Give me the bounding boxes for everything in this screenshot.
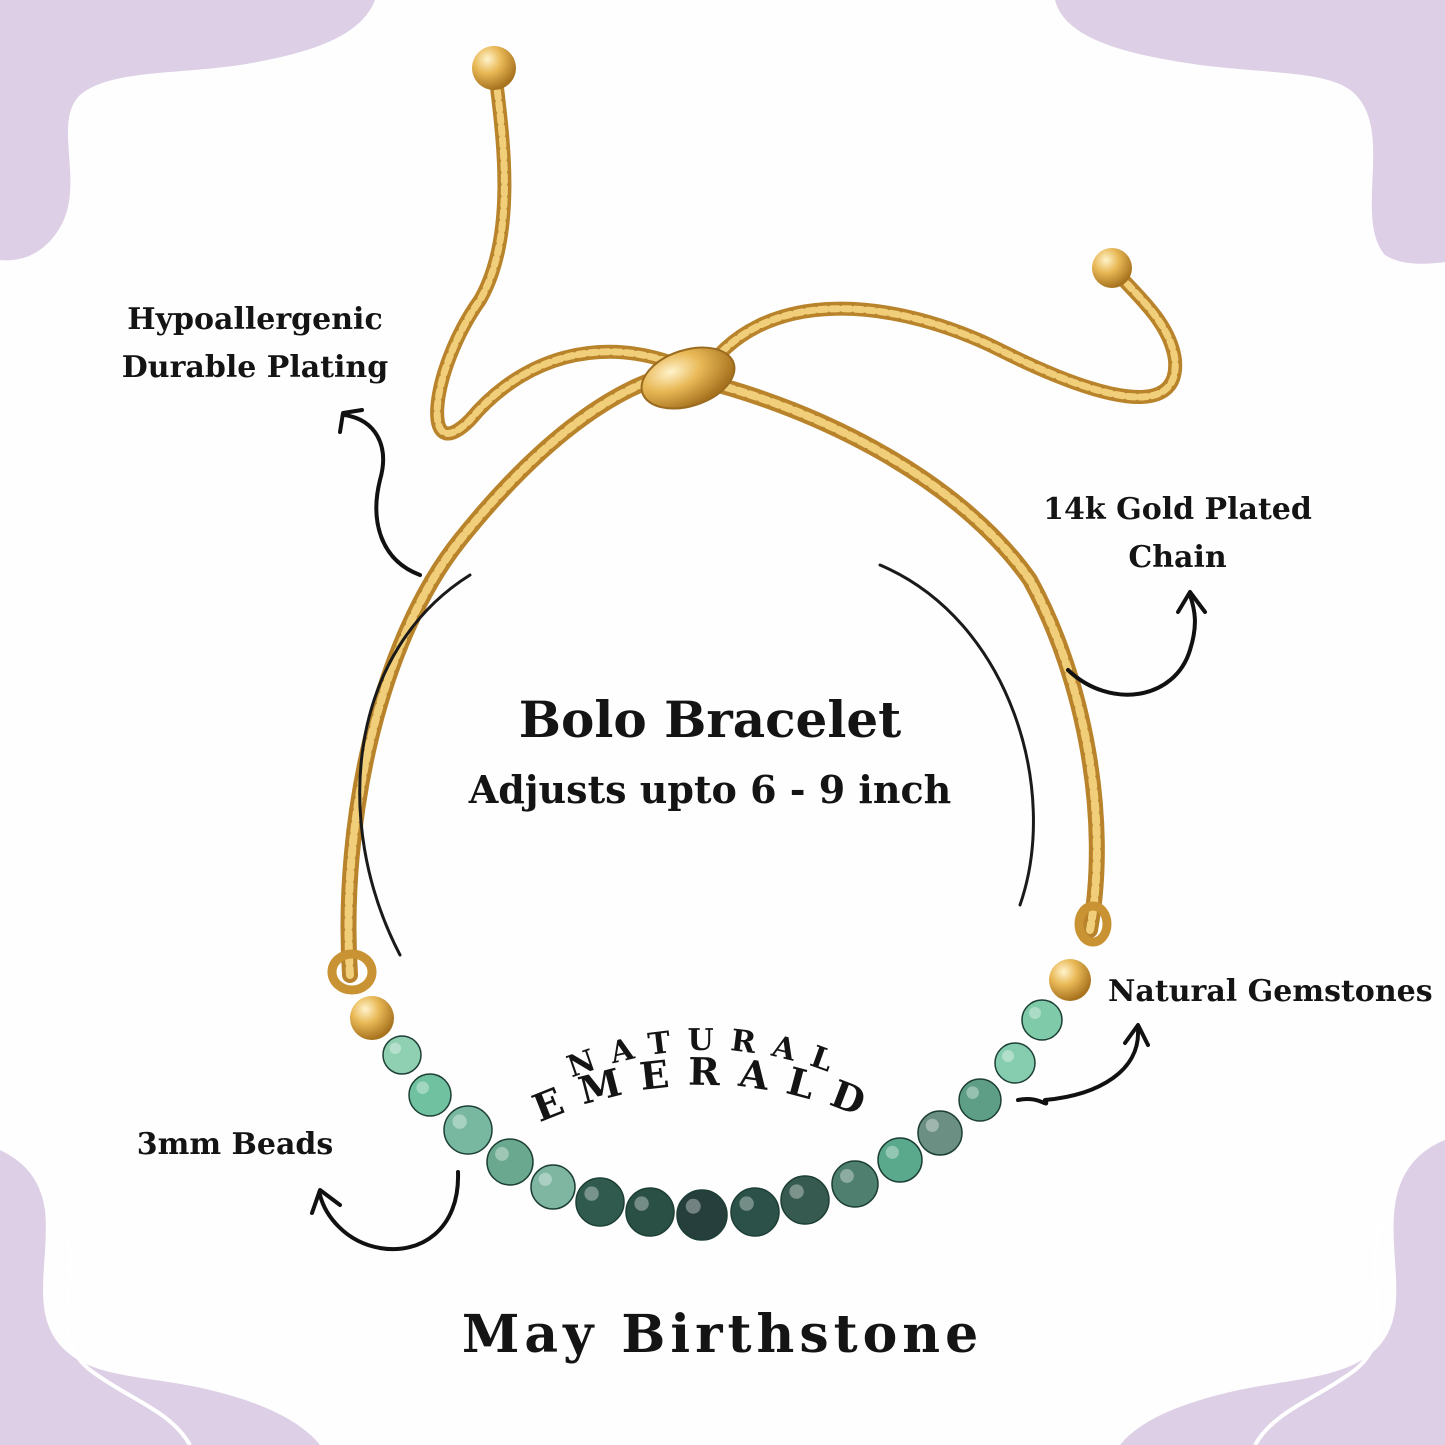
arrow-plating: [338, 408, 422, 577]
callout-chain-line2: Chain: [1128, 540, 1227, 575]
bead-highlight: [840, 1169, 854, 1183]
chain-right-tail: [693, 263, 1183, 404]
arrow-beads: [310, 1170, 461, 1252]
bead-highlight: [685, 1198, 701, 1214]
bead-highlight: [389, 1042, 402, 1055]
footer-birthstone: May Birthstone: [461, 1304, 984, 1365]
emerald-bead: [877, 1137, 923, 1183]
bead-highlight: [452, 1114, 467, 1129]
end-ball-left: [472, 46, 516, 90]
bead-highlight: [495, 1147, 509, 1161]
callout-chain-line1: 14k Gold Plated: [1043, 492, 1312, 527]
emerald-bead: [676, 1189, 728, 1241]
corner-line-bottom-right: [1253, 1218, 1387, 1445]
bead-highlight: [739, 1196, 754, 1211]
bead-highlight: [789, 1184, 804, 1199]
bead-highlight: [1002, 1050, 1014, 1062]
product-title: Bolo Bracelet: [518, 690, 902, 749]
emerald-beads: [382, 999, 1063, 1241]
frame-arc-left: [358, 573, 472, 957]
slider-bead: [640, 346, 736, 410]
bead-highlight: [634, 1196, 649, 1211]
chain-left-strand: [340, 362, 698, 983]
arrow-chain: [1066, 590, 1207, 697]
callout-arrows: [310, 408, 1207, 1252]
emerald-bead: [831, 1160, 879, 1208]
emerald-bead: [625, 1187, 675, 1237]
emerald-bead: [382, 1035, 422, 1075]
emerald-bead: [443, 1105, 493, 1155]
product-subtitle: Adjusts upto 6 - 9 inch: [468, 767, 952, 812]
bead-highlight: [885, 1145, 899, 1159]
spacer-ball-right: [1049, 959, 1091, 1001]
emerald-bead: [780, 1175, 830, 1225]
corner-blob-bottom-right: [1120, 1140, 1445, 1445]
bead-highlight: [1029, 1007, 1041, 1019]
clasps: [327, 901, 1112, 1040]
callout-gemstones: Natural Gemstones: [1108, 974, 1433, 1009]
callout-plating-line2: Durable Plating: [121, 350, 389, 385]
emerald-bead: [994, 1042, 1036, 1084]
spacer-ball-left: [350, 996, 394, 1040]
callout-beads: 3mm Beads: [136, 1127, 334, 1162]
bead-highlight: [538, 1172, 552, 1186]
corner-blob-top-right: [1055, 0, 1445, 264]
end-ball-right: [1092, 248, 1132, 288]
emerald-bead: [486, 1138, 534, 1186]
emerald-bead: [408, 1073, 452, 1117]
emerald-bead: [575, 1177, 625, 1227]
emerald-bead: [730, 1187, 780, 1237]
frame-arc-right: [878, 563, 1035, 907]
corner-line-bottom-left: [58, 1218, 192, 1445]
bead-highlight: [925, 1118, 939, 1132]
emerald-bead: [917, 1110, 963, 1156]
jump-ring-left: [327, 949, 377, 995]
jump-ring-right: [1074, 901, 1112, 947]
callout-plating: Hypoallergenic Durable Plating: [105, 296, 405, 392]
emerald-bead: [958, 1078, 1002, 1122]
emerald-bead: [530, 1164, 576, 1210]
callout-plating-line1: Hypoallergenic: [127, 302, 383, 337]
corner-blob-bottom-left: [0, 1150, 320, 1445]
gold-chain: [340, 63, 1183, 983]
emerald-bead: [1021, 999, 1063, 1041]
callout-chain: 14k Gold Plated Chain: [1035, 486, 1320, 582]
arrow-gemstones: [1016, 1023, 1150, 1106]
corner-blob-top-left: [0, 0, 375, 261]
bead-highlight: [966, 1086, 979, 1099]
bead-highlight: [416, 1081, 429, 1094]
bead-highlight: [584, 1186, 599, 1201]
